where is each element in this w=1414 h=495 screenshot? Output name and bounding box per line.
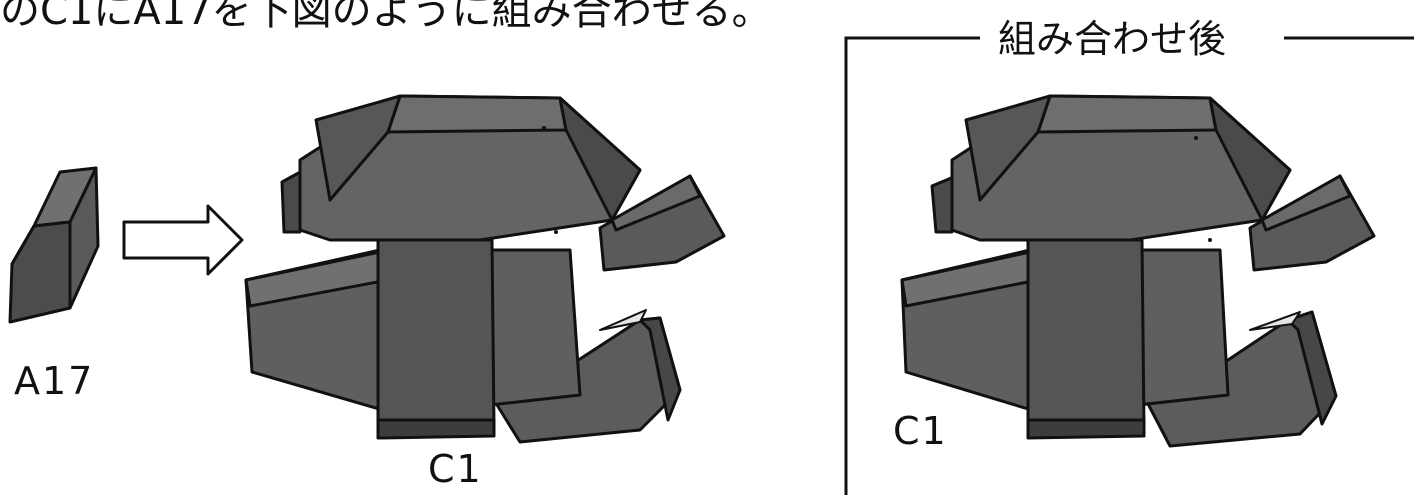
part-c1-shape	[244, 94, 726, 444]
part-a17-block	[8, 166, 100, 324]
assembled-part-label-c1: C1	[893, 409, 948, 453]
panel-title: 組み合わせ後	[988, 20, 1237, 58]
part-label-a17: A17	[14, 359, 95, 403]
instruction-text: のC1にA17を下図のように組み合わせる。	[0, 0, 772, 34]
assembled-c1-shape	[900, 94, 1376, 448]
part-label-c1: C1	[428, 447, 483, 491]
assembly-arrow-icon	[122, 204, 244, 276]
after-assembly-panel-frame	[844, 36, 1414, 495]
